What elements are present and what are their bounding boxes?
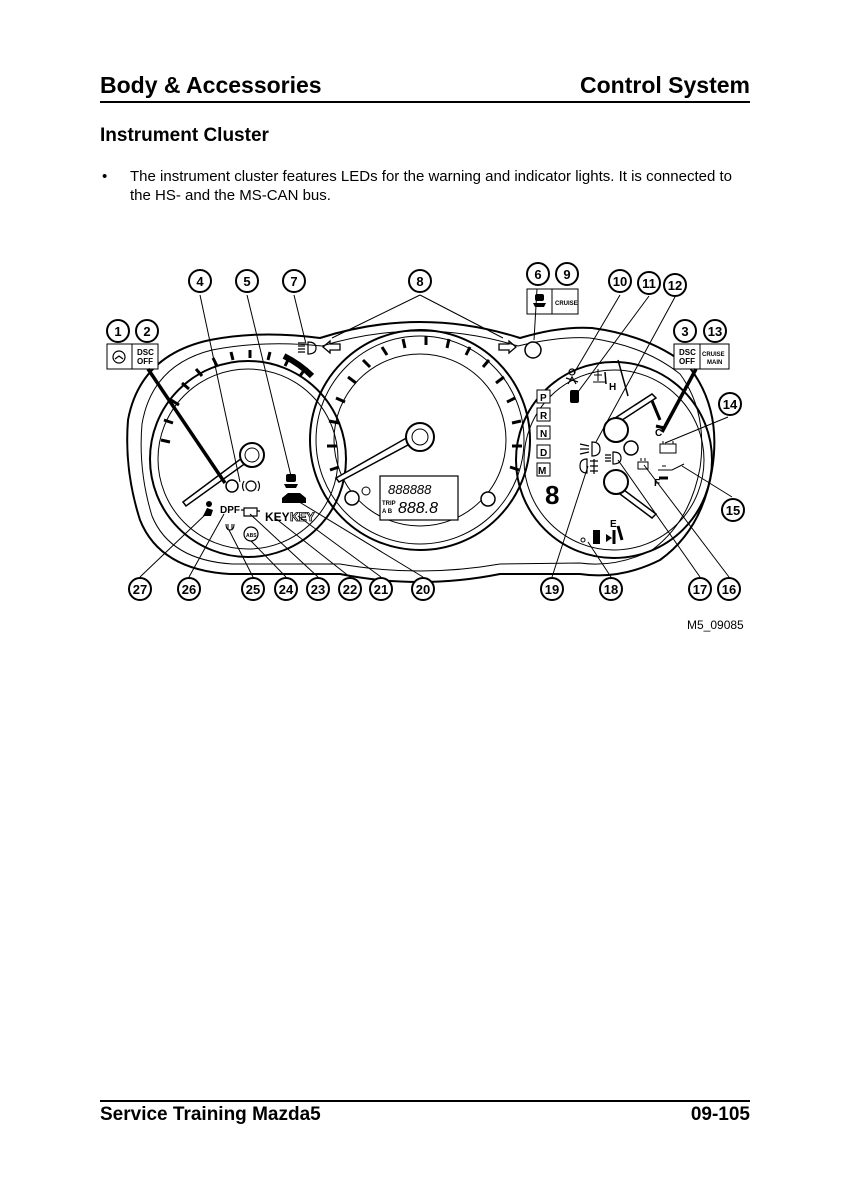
callout-4: 4 [196, 274, 204, 289]
headlight-icon [605, 451, 622, 465]
footer-divider [100, 1100, 750, 1102]
turn-right-icon [498, 339, 517, 355]
callout-21: 21 [374, 582, 388, 597]
key-indicator-label: KEY [290, 510, 315, 524]
callout-19: 19 [545, 582, 559, 597]
speedometer-dial [309, 329, 531, 551]
gear-p-label: P [540, 393, 547, 404]
temp-fuel-dial [515, 361, 713, 559]
tachometer-dial [149, 360, 347, 558]
callout-14: 14 [723, 397, 738, 412]
figure-code: M5_09085 [687, 618, 744, 632]
rear-fog-icon [579, 458, 598, 474]
gear-m-label: M [538, 466, 546, 477]
cluster-housing-outer [126, 321, 716, 583]
gear-n-label: N [540, 429, 547, 440]
gear-digit-display: 8 [545, 480, 559, 510]
callout-26: 26 [182, 582, 196, 597]
front-fog-icon [579, 441, 601, 457]
trip-ab-label: A B [382, 509, 393, 515]
callout-22: 22 [343, 582, 357, 597]
trip-value-text: 888.8 [398, 500, 438, 517]
temp-c-label: C [655, 428, 662, 439]
callout-5: 5 [243, 274, 250, 289]
tachometer-redline [282, 353, 315, 379]
callout-13: 13 [708, 324, 722, 339]
section-title: Instrument Cluster [100, 125, 269, 146]
callout-2: 2 [143, 324, 150, 339]
callout-7: 7 [290, 274, 297, 289]
dsc-off-label-bottom: OFF [137, 357, 153, 366]
callout-23: 23 [311, 582, 325, 597]
callout-6: 6 [534, 267, 541, 282]
glow-plug-icon [225, 523, 235, 531]
traction-control-icon [284, 474, 298, 488]
rear-defrost-icon [637, 458, 649, 470]
instrument-cluster-diagram: 888888 TRIP A B 888.8 H C F E P R N D M … [106, 262, 745, 601]
dsc-steering-icon [112, 350, 126, 364]
bullet-marker: • [102, 168, 108, 185]
dpf-label: DPF [220, 505, 240, 516]
header-chapter-title: Control System [580, 72, 750, 98]
cruise-label: CRUISE [555, 301, 578, 307]
fuel-pump-icon [593, 530, 612, 544]
callout-18: 18 [604, 582, 618, 597]
cruise-main-label-bottom: MAIN [707, 360, 722, 366]
odometer-display [379, 475, 459, 521]
engine-check-icon [241, 507, 260, 517]
callout-10: 10 [613, 274, 627, 289]
oil-pressure-icon [658, 463, 685, 471]
gear-d-label: D [540, 448, 547, 459]
callout-1: 1 [114, 324, 121, 339]
coolant-temp-icon [593, 369, 606, 383]
abs-label: ABS [246, 533, 257, 539]
callout-9: 9 [563, 267, 570, 282]
cruise-main-label-top: CRUISE [702, 352, 725, 358]
immobilizer-car-icon [282, 493, 306, 503]
center-indicator-lamp [524, 341, 542, 359]
fuel-e-label: E [610, 519, 617, 530]
tacho-small-lamp [225, 479, 239, 493]
dsc-off-right-top: DSC [679, 348, 696, 357]
callout-11: 11 [642, 276, 656, 291]
dsc-off-label-top: DSC [137, 348, 154, 357]
header-section-title: Body & Accessories [100, 72, 322, 98]
callout-25: 25 [246, 582, 260, 597]
callout-20: 20 [416, 582, 430, 597]
battery-icon [659, 441, 677, 454]
bullet-text: The instrument cluster features LEDs for… [130, 168, 732, 204]
footer-title: Service Training Mazda5 [100, 1104, 321, 1125]
callout-12: 12 [668, 278, 682, 293]
gear-r-label: R [540, 411, 548, 422]
brake-warning-icon [241, 480, 261, 492]
odometer-total-text: 888888 [388, 482, 432, 497]
temp-h-label: H [609, 382, 616, 393]
callout-24: 24 [279, 582, 294, 597]
turn-left-icon [322, 339, 341, 355]
airbag-icon [203, 501, 213, 516]
fuel-f-label: F [654, 478, 660, 489]
callout-27: 27 [133, 582, 147, 597]
callout-3: 3 [681, 324, 688, 339]
cluster-housing-inner [140, 330, 703, 572]
callout-15: 15 [726, 503, 740, 518]
page-number: 09-105 [690, 1104, 750, 1125]
trip-label: TRIP [382, 501, 396, 507]
callout-17: 17 [693, 582, 707, 597]
dsc-off-right-bottom: OFF [679, 357, 695, 366]
key-warning-label: KEY [265, 510, 290, 524]
header-divider [100, 101, 750, 103]
callout-16: 16 [722, 582, 736, 597]
high-beam-icon [298, 341, 317, 355]
callout-8: 8 [416, 274, 423, 289]
